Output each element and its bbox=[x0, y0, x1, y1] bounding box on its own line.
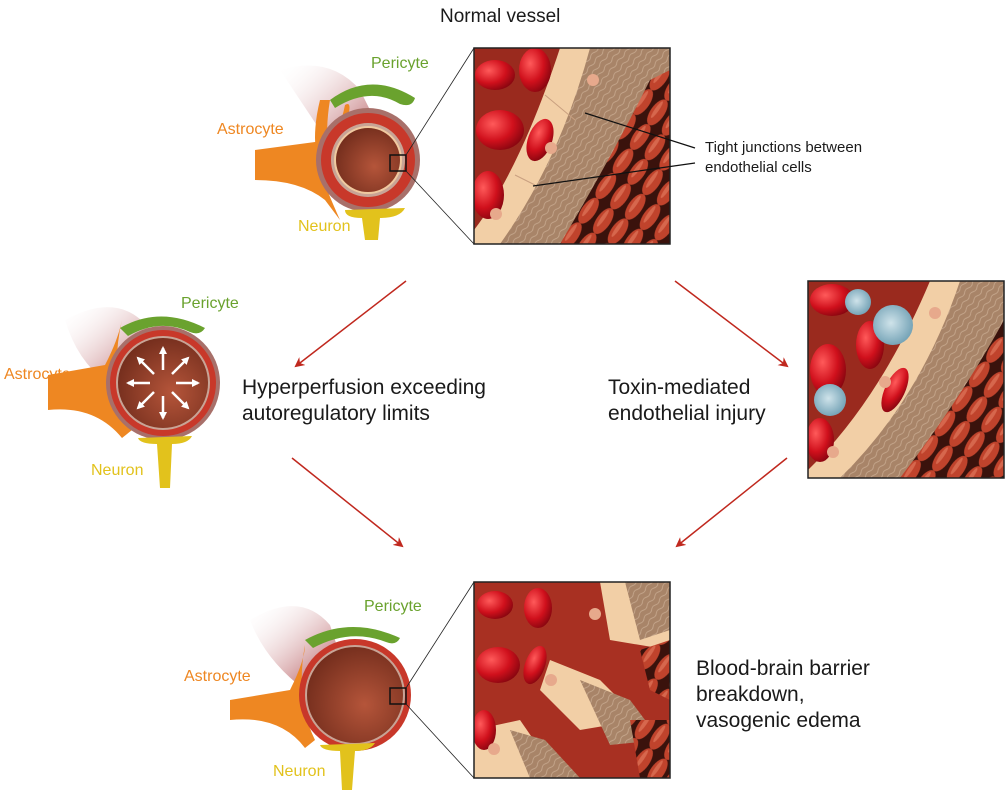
caption-line-1: Toxin-mediated bbox=[608, 376, 751, 399]
endothelial-nucleus bbox=[929, 307, 941, 319]
endothelial-nucleus bbox=[545, 674, 557, 686]
normal-vessel-magnified-view bbox=[474, 48, 670, 244]
tight-junctions-callout: Tight junctions between endothelial cell… bbox=[705, 138, 862, 178]
endothelial-nucleus bbox=[827, 446, 839, 458]
label-pericyte: Pericyte bbox=[364, 598, 422, 615]
label-astrocyte: Astrocyte bbox=[184, 668, 251, 685]
zoom-line-bottom bbox=[405, 703, 475, 779]
neuron-shape bbox=[138, 436, 192, 488]
zoom-region-box bbox=[389, 687, 407, 705]
caption-line-2: endothelial injury bbox=[608, 402, 766, 425]
vessel-lumen bbox=[336, 128, 400, 192]
label-neuron: Neuron bbox=[91, 462, 144, 479]
caption-line-2: breakdown, bbox=[696, 683, 805, 706]
breakdown-magnified-view bbox=[474, 582, 670, 778]
callout-line-1: Tight junctions between bbox=[705, 139, 863, 156]
flow-arrow-toxin-to-breakdown bbox=[675, 457, 788, 548]
hyperperfusion-vessel-cross-section bbox=[48, 307, 220, 488]
pericyte-shape bbox=[305, 626, 400, 648]
breakdown-vessel-cross-section bbox=[230, 581, 475, 790]
flow-arrow-hyperperfusion-to-breakdown bbox=[291, 457, 404, 548]
caption-line-1: Blood-brain barrier bbox=[696, 657, 870, 680]
vessel-lumen bbox=[307, 647, 403, 743]
zoom-line-top bbox=[405, 581, 475, 689]
zoom-line-bottom bbox=[405, 170, 475, 245]
magnified-view-frame bbox=[473, 47, 671, 245]
label-pericyte: Pericyte bbox=[181, 295, 239, 312]
neuron-shape bbox=[320, 743, 375, 790]
tight-junction bbox=[514, 174, 536, 186]
pericyte-shape bbox=[330, 84, 415, 108]
astrocyte-shape bbox=[255, 103, 350, 220]
magnified-view-frame bbox=[473, 581, 671, 779]
endothelial-nucleus bbox=[587, 74, 599, 86]
flow-arrow-to-hyperperfusion bbox=[294, 280, 407, 368]
callout-line bbox=[584, 112, 696, 149]
flow-arrow-to-toxin bbox=[674, 280, 789, 368]
astrocyte-shape bbox=[230, 645, 315, 748]
endothelial-nucleus bbox=[879, 376, 891, 388]
diagram-title: Normal vessel bbox=[440, 6, 561, 27]
caption-line-3: vasogenic edema bbox=[696, 709, 861, 732]
astrocyte-shape bbox=[48, 320, 132, 438]
breakdown-caption: Blood-brain barrier breakdown, vasogenic… bbox=[696, 656, 870, 734]
endothelial-nucleus bbox=[545, 142, 557, 154]
label-neuron: Neuron bbox=[273, 763, 326, 780]
label-neuron: Neuron bbox=[298, 218, 351, 235]
leukocyte bbox=[873, 305, 913, 345]
zoom-region-box bbox=[389, 154, 407, 172]
toxin-injury-magnified-view bbox=[808, 281, 1004, 478]
caption-line-2: autoregulatory limits bbox=[242, 402, 430, 425]
pericyte-shape bbox=[120, 316, 205, 336]
neuron-shape bbox=[345, 208, 405, 240]
magnified-view-frame bbox=[807, 280, 1005, 479]
red-blood-cells bbox=[474, 588, 552, 750]
tight-junction bbox=[544, 94, 576, 121]
leukocyte bbox=[845, 289, 871, 315]
callout-line bbox=[532, 162, 696, 187]
endothelial-nucleus bbox=[490, 208, 502, 220]
endothelial-nucleus bbox=[589, 608, 601, 620]
zoom-line-top bbox=[405, 47, 475, 156]
label-astrocyte: Astrocyte bbox=[4, 366, 71, 383]
caption-line-1: Hyperperfusion exceeding bbox=[242, 376, 486, 399]
normal-vessel-cross-section bbox=[255, 47, 475, 245]
callout-line-2: endothelial cells bbox=[705, 159, 812, 176]
label-pericyte: Pericyte bbox=[371, 55, 429, 72]
endothelial-nucleus bbox=[488, 743, 500, 755]
toxin-caption: Toxin-mediated endothelial injury bbox=[608, 375, 766, 427]
leukocyte bbox=[814, 384, 846, 416]
label-astrocyte: Astrocyte bbox=[217, 121, 284, 138]
hyperperfusion-caption: Hyperperfusion exceeding autoregulatory … bbox=[242, 375, 486, 427]
pressure-arrows bbox=[126, 346, 200, 420]
